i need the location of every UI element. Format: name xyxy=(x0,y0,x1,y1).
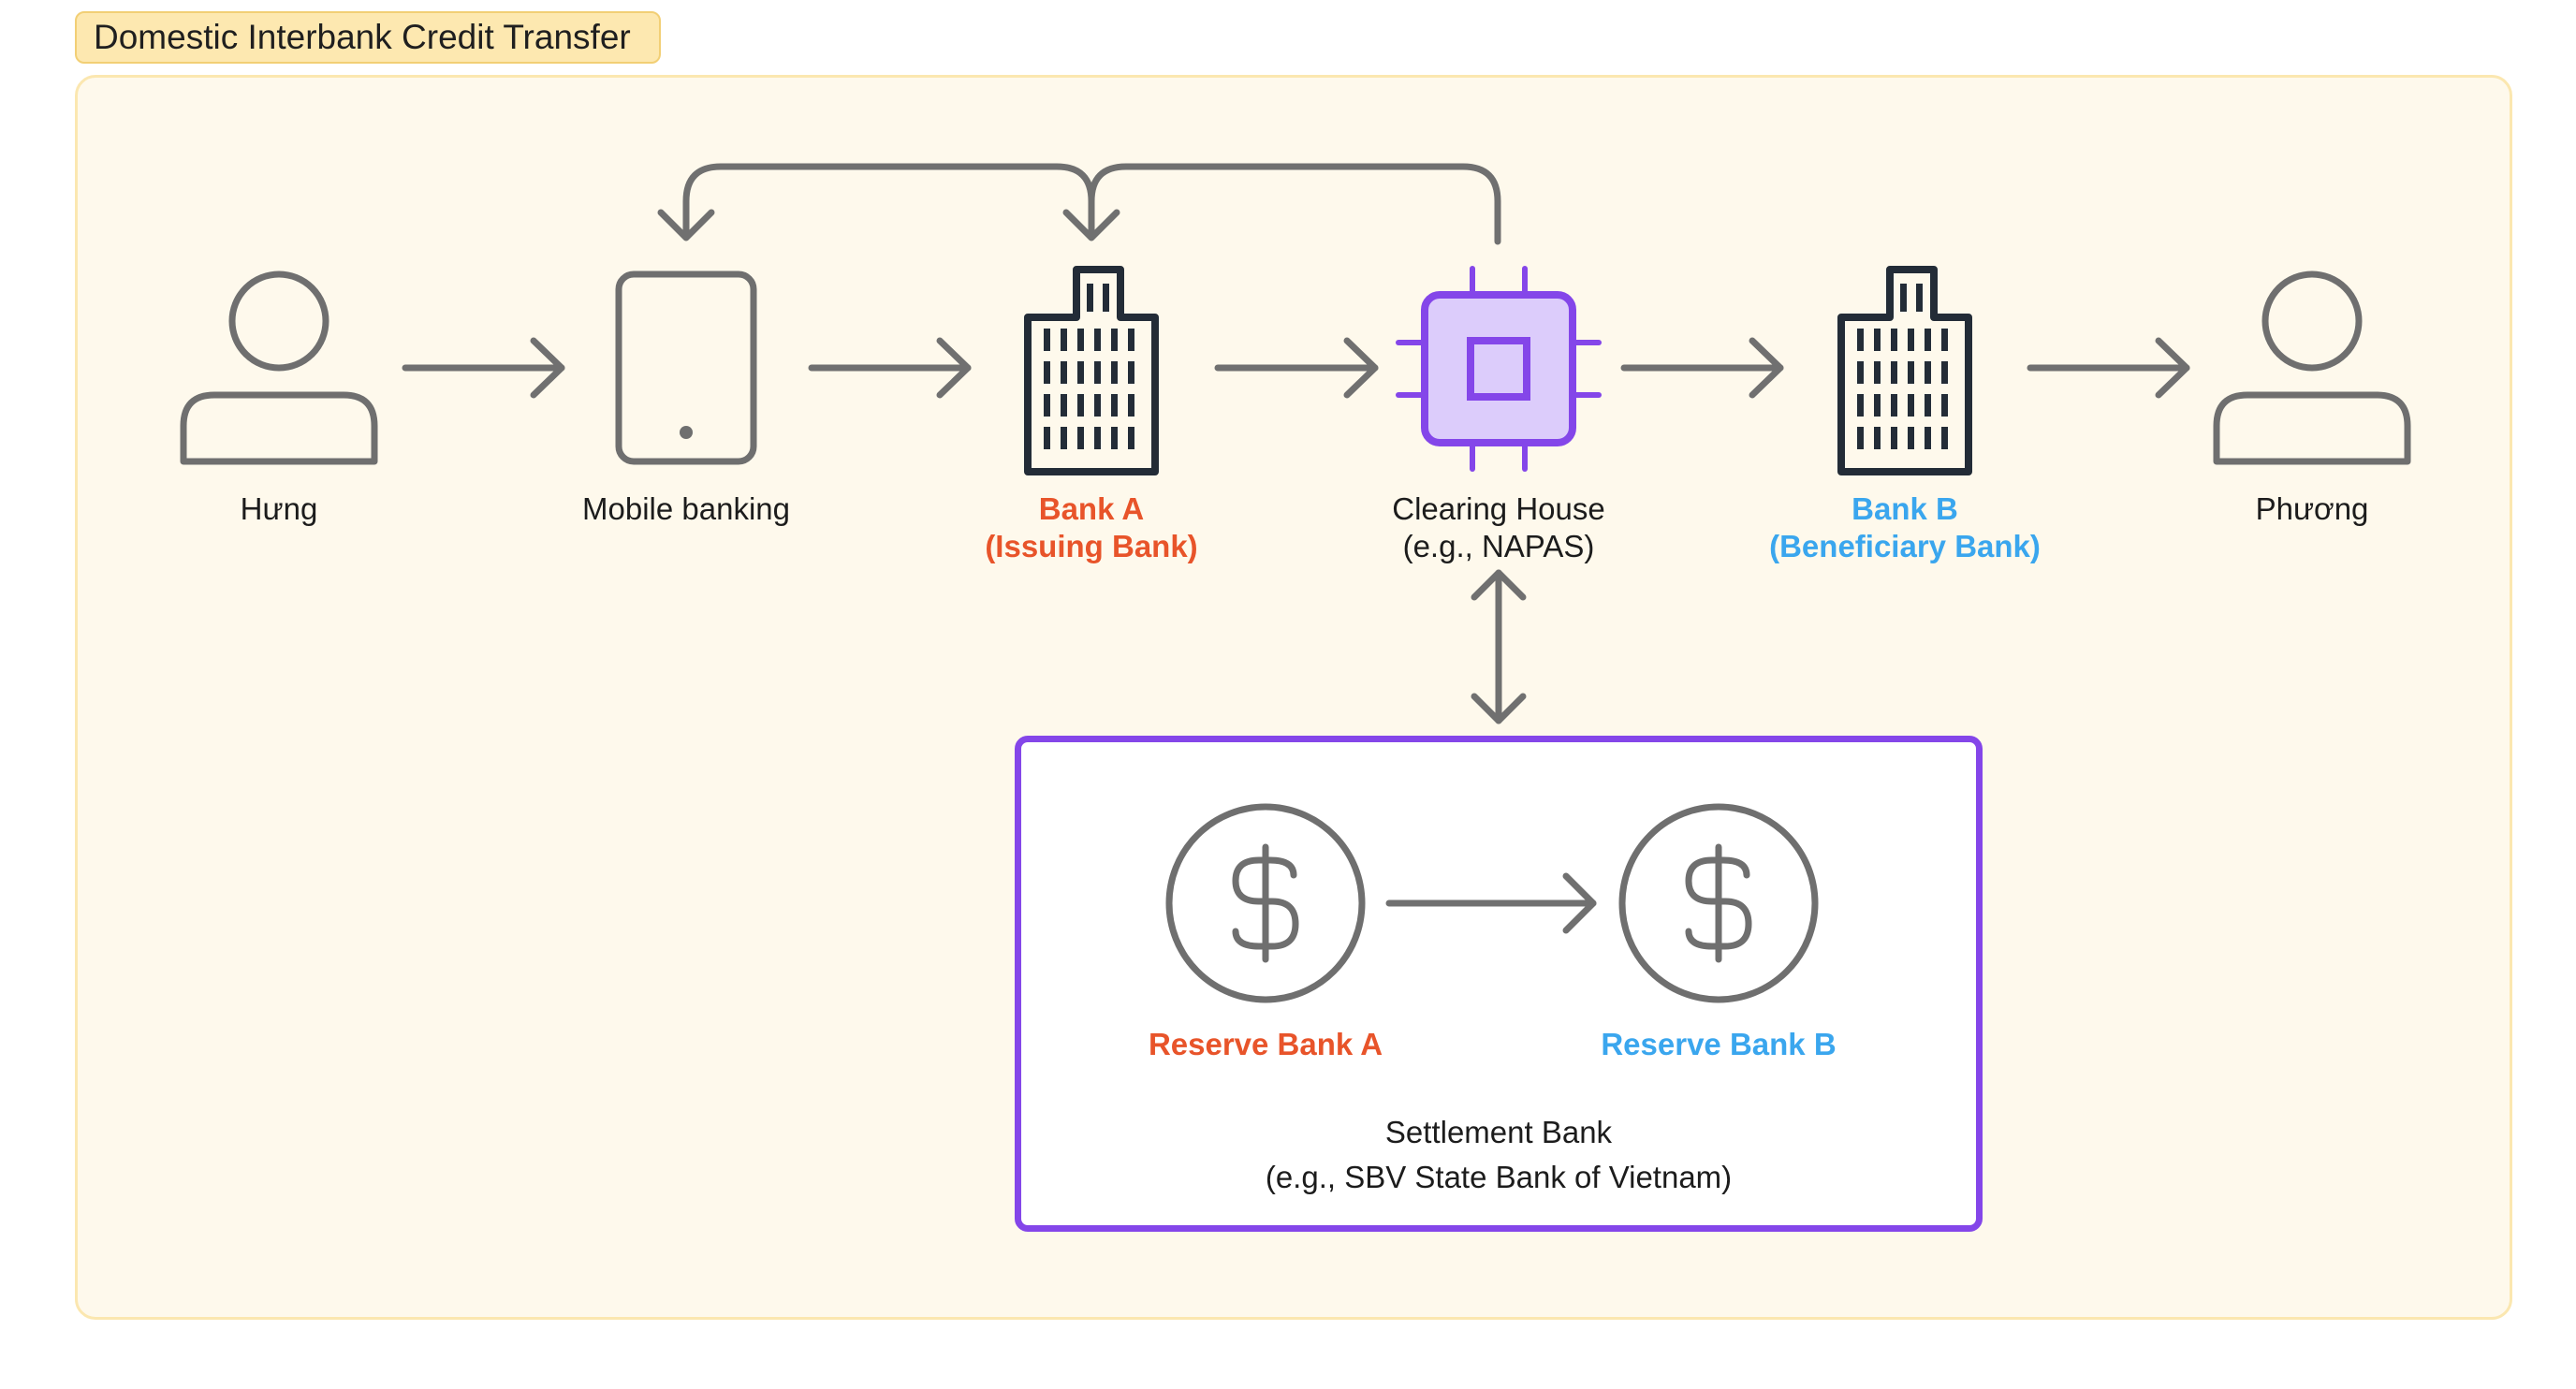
bank-b-name: Bank B xyxy=(1852,491,1958,526)
bank-b-role: (Beneficiary Bank) xyxy=(1769,529,2041,563)
arrow-mobile-to-bank-a xyxy=(808,337,972,399)
bank-a-name: Bank A xyxy=(1038,491,1145,526)
clearing-house-example: (e.g., NAPAS) xyxy=(1402,529,1595,563)
settlement-bank-example: (e.g., SBV State Bank of Vietnam) xyxy=(1265,1160,1733,1194)
clearing-house-name: Clearing House xyxy=(1392,491,1605,526)
dollar-coin-icon xyxy=(1618,803,1819,1003)
arrow-reserve-a-to-reserve-b xyxy=(1385,872,1597,934)
feedback-arrow-clearing-to-bank-a-and-mobile xyxy=(657,163,1501,245)
bank-b-label: Bank B (Beneficiary Bank) xyxy=(1661,490,2148,565)
diagram-title: Domestic Interbank Credit Transfer xyxy=(75,11,661,64)
reserve-bank-a-label: Reserve Bank A xyxy=(1148,1027,1383,1061)
mobile-banking-label: Mobile banking xyxy=(582,491,790,526)
arrow-bank-b-to-recipient xyxy=(2027,337,2190,399)
settlement-bank-name: Settlement Bank xyxy=(1384,1115,1613,1149)
bank-a-label: Bank A (Issuing Bank) xyxy=(848,490,1335,565)
mobile-phone-icon xyxy=(615,270,757,465)
settlement-bank-caption: Settlement Bank (e.g., SBV State Bank of… xyxy=(1143,1110,1854,1200)
bank-a-role: (Issuing Bank) xyxy=(985,529,1198,563)
arrow-clearing-to-settlement xyxy=(1471,569,1527,724)
arrow-sender-to-mobile xyxy=(402,337,565,399)
cpu-chip-icon xyxy=(1396,266,1602,472)
office-building-icon xyxy=(1024,266,1159,475)
recipient-label: Phương xyxy=(2255,491,2369,526)
sender-label: Hưng xyxy=(240,491,318,526)
office-building-icon xyxy=(1837,266,1972,475)
settlement-bank-box xyxy=(1015,736,1983,1232)
arrow-clearing-to-bank-b xyxy=(1620,337,1784,399)
reserve-bank-b-label: Reserve Bank B xyxy=(1601,1027,1837,1061)
clearing-house-label: Clearing House (e.g., NAPAS) xyxy=(1255,490,1742,565)
person-icon xyxy=(180,270,378,465)
person-icon xyxy=(2213,270,2411,465)
arrow-bank-a-to-clearing xyxy=(1214,337,1379,399)
dollar-coin-icon xyxy=(1165,803,1366,1003)
